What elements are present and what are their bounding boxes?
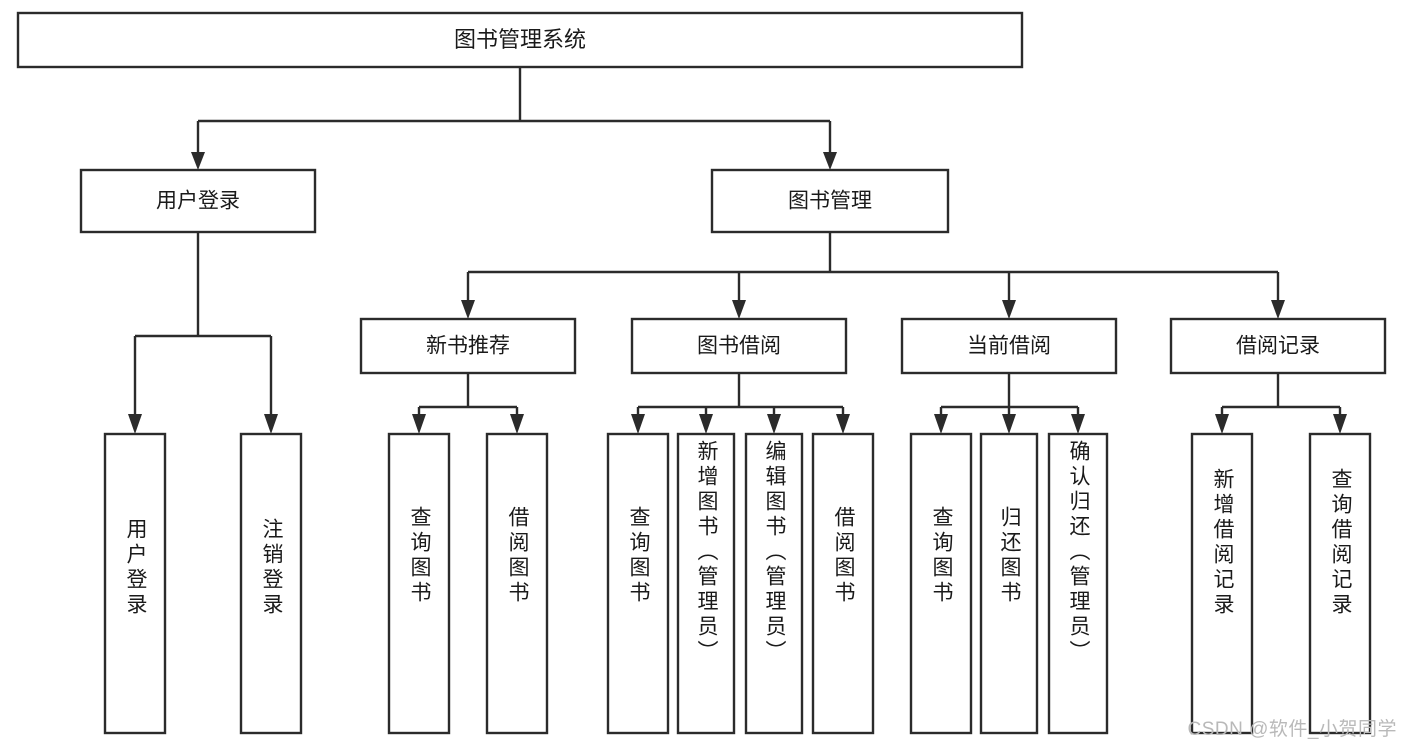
node-leaf-query-book-nb[interactable] — [387, 432, 451, 735]
node-leaf-query-book-bw[interactable] — [606, 432, 670, 735]
edge-user-login-to-leaf-1 — [128, 336, 142, 434]
node-book-management[interactable]: 图书管理 — [710, 168, 950, 234]
edge-rc-leaf-2 — [1333, 407, 1347, 434]
node-leaf-borrow-book-bw[interactable] — [811, 432, 875, 735]
edge-nb-leaf-2 — [510, 407, 524, 434]
node-root[interactable]: 图书管理系统 — [16, 11, 1024, 69]
edge-bw-leaf-1 — [631, 407, 645, 434]
node-leaf-query-record[interactable] — [1308, 432, 1372, 735]
edge-bw-leaf-4 — [836, 407, 850, 434]
node-leaf-logout[interactable] — [239, 432, 303, 735]
node-current-borrow[interactable]: 当前借阅 — [900, 317, 1118, 375]
edge-nb-leaf-1 — [412, 407, 426, 434]
node-leaf-query-book-cb[interactable] — [909, 432, 973, 735]
edge-cb-leaf-1 — [934, 407, 948, 434]
edge-root-to-book-management — [823, 121, 837, 170]
node-leaf-borrow-book-nb[interactable] — [485, 432, 549, 735]
node-new-book-recommend[interactable]: 新书推荐 — [359, 317, 577, 375]
node-leaf-add-book-admin[interactable] — [676, 432, 736, 735]
node-borrow-records[interactable]: 借阅记录 — [1169, 317, 1387, 375]
node-book-borrow-label: 图书借阅 — [697, 335, 781, 358]
edge-root-to-user-login — [191, 121, 205, 170]
edge-bw-leaf-2 — [699, 407, 713, 434]
edge-bw-leaf-3 — [767, 407, 781, 434]
edge-bm-to-borrow — [732, 272, 746, 319]
node-current-borrow-label: 当前借阅 — [967, 335, 1051, 358]
node-leaf-add-record[interactable] — [1190, 432, 1254, 735]
node-user-login[interactable]: 用户登录 — [79, 168, 317, 234]
edge-bm-to-current — [1002, 272, 1016, 319]
edge-bm-to-new-book — [461, 272, 475, 319]
node-book-borrow[interactable]: 图书借阅 — [630, 317, 848, 375]
edge-rc-leaf-1 — [1215, 407, 1229, 434]
node-leaf-confirm-return-admin[interactable] — [1047, 432, 1109, 735]
node-leaf-edit-book-admin[interactable] — [744, 432, 804, 735]
edge-user-login-to-leaf-2 — [264, 336, 278, 434]
node-leaf-user-login[interactable] — [103, 432, 167, 735]
edge-cb-leaf-3 — [1071, 407, 1085, 434]
node-root-label: 图书管理系统 — [454, 27, 586, 52]
edge-cb-leaf-2 — [1002, 407, 1016, 434]
node-user-login-label: 用户登录 — [156, 190, 240, 213]
edge-bm-to-records — [1271, 272, 1285, 319]
node-new-book-recommend-label: 新书推荐 — [426, 335, 510, 358]
node-leaf-return-book[interactable] — [979, 432, 1039, 735]
node-borrow-records-label: 借阅记录 — [1236, 335, 1320, 358]
node-book-management-label: 图书管理 — [788, 190, 872, 213]
watermark: CSDN @软件_小贺同学 — [1187, 719, 1397, 740]
